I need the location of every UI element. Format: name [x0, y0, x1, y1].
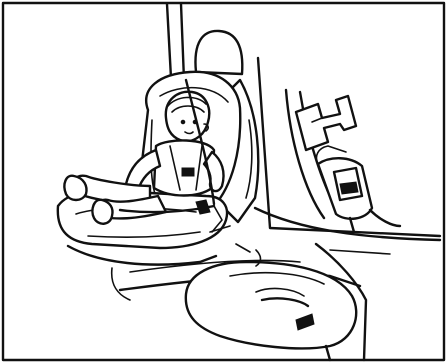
- seat-belt-buckle-icon: [286, 90, 400, 232]
- vehicle-pillar: [167, 4, 184, 80]
- front-seat-cushion: [186, 262, 356, 360]
